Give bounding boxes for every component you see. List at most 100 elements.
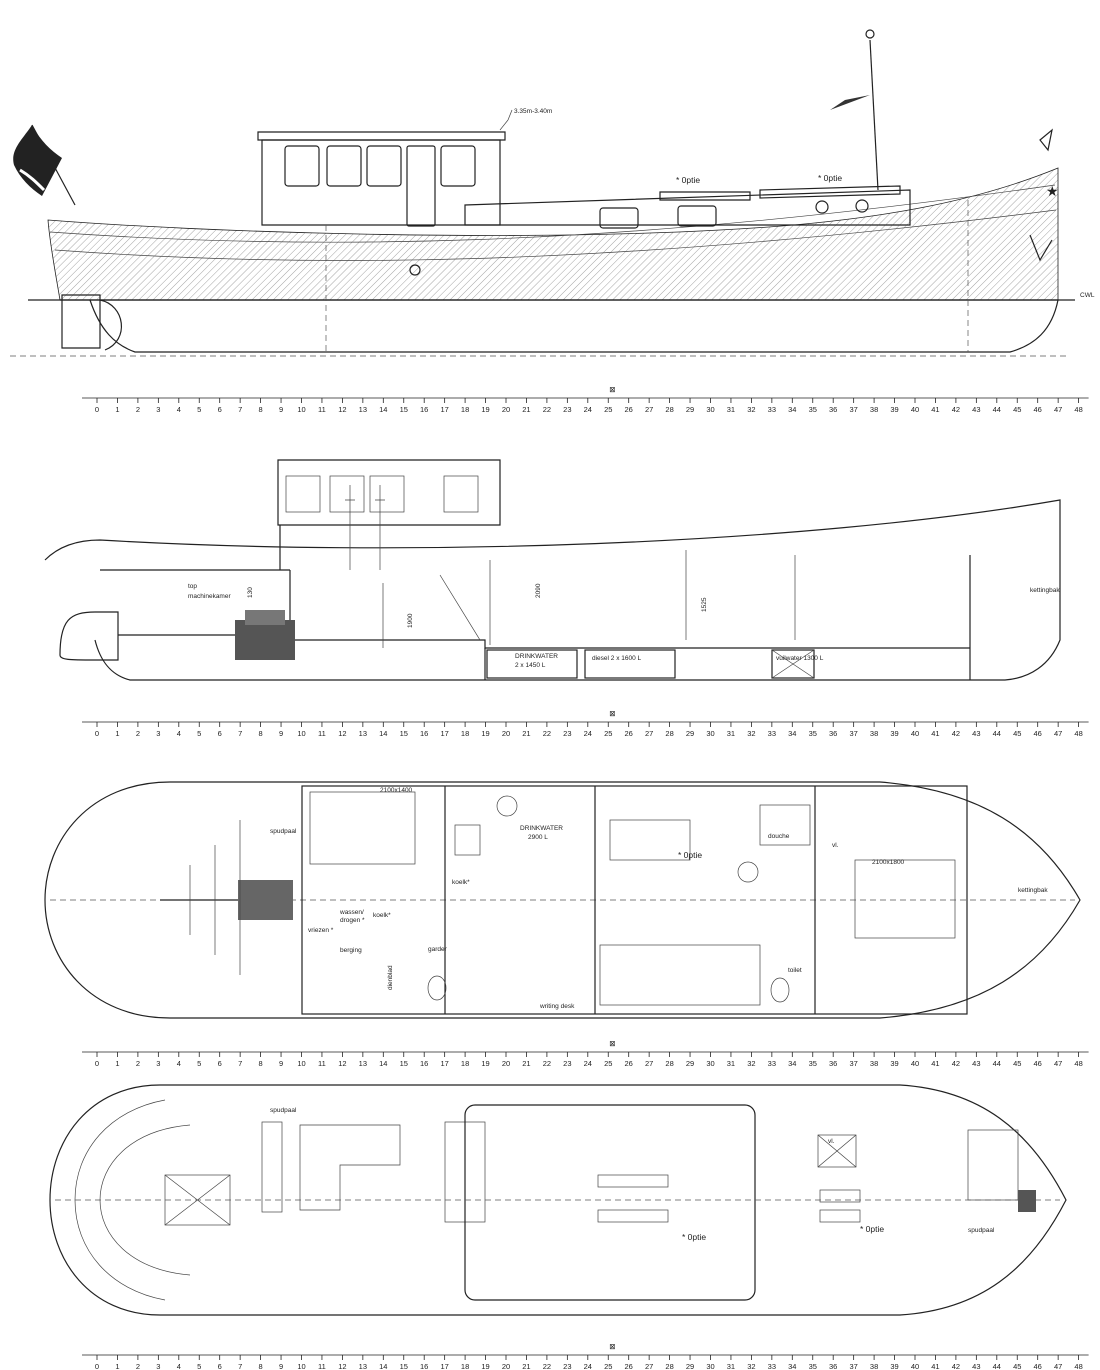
- frame-number: 24: [584, 1059, 592, 1068]
- frame-number: 47: [1054, 1059, 1062, 1068]
- frame-number: 12: [338, 1059, 346, 1068]
- frame-number: 16: [420, 1059, 428, 1068]
- frame-number: 18: [461, 1059, 469, 1068]
- frame-number: 40: [911, 405, 919, 414]
- frame-number: 31: [727, 729, 735, 738]
- berging-label: berging: [340, 947, 362, 954]
- frame-number: 10: [297, 1059, 305, 1068]
- frame-number: 29: [686, 1362, 694, 1370]
- frame-number: 10: [297, 405, 305, 414]
- frame-number: 9: [279, 1362, 283, 1370]
- option-label-2: * 0ptie: [818, 173, 842, 183]
- frame-number: 5: [197, 1059, 201, 1068]
- frame-number: 5: [197, 1362, 201, 1370]
- engine-room-label-1: top: [188, 583, 197, 590]
- writing-desk-label: writing desk: [539, 1003, 575, 1010]
- drinkwater-tank-volume: 2 x 1450 L: [515, 662, 546, 669]
- frame-number: 37: [849, 1059, 857, 1068]
- frame-number: 4: [177, 1362, 181, 1370]
- deck-spudpaal-aft-label: spudpaal: [270, 1107, 297, 1114]
- frame-number: 27: [645, 729, 653, 738]
- frame-number: 15: [400, 1362, 408, 1370]
- frame-number: 16: [420, 729, 428, 738]
- dim-label-1525: 1525: [701, 597, 708, 612]
- frame-number: 32: [747, 1059, 755, 1068]
- frame-number: 2: [136, 1362, 140, 1370]
- frame-number: 19: [481, 729, 489, 738]
- deck-plan-view: spudpaal * 0ptie * 0ptie vl. spudpaal: [49, 1084, 1067, 1316]
- frame-number: 48: [1074, 729, 1082, 738]
- frame-number: 13: [359, 1362, 367, 1370]
- frame-number: 37: [849, 1362, 857, 1370]
- frame-number: 15: [400, 405, 408, 414]
- vriezen-label: vriezen *: [308, 927, 334, 934]
- frame-number: 34: [788, 1059, 796, 1068]
- frame-number: 41: [931, 729, 939, 738]
- frame-number: 2: [136, 1059, 140, 1068]
- plan-kettingbak-label: kettingbak: [1018, 887, 1048, 894]
- frame-number: 21: [522, 1059, 530, 1068]
- engine-room-label-2: machinekamer: [188, 593, 231, 600]
- frame-number: 23: [563, 1059, 571, 1068]
- frame-number: 3: [156, 1059, 160, 1068]
- koelk-label-b: koelk*: [373, 912, 391, 919]
- frame-number: 40: [911, 1059, 919, 1068]
- garder-label: garder: [428, 946, 448, 953]
- frame-number: 8: [259, 1362, 263, 1370]
- frame-number: 38: [870, 729, 878, 738]
- frame-number: 29: [686, 1059, 694, 1068]
- frame-number: 2: [136, 405, 140, 414]
- frame-number: 20: [502, 1362, 510, 1370]
- frame-number: 47: [1054, 1362, 1062, 1370]
- frame-number: 35: [809, 405, 817, 414]
- plan-option-label: * 0ptie: [678, 850, 702, 860]
- frame-number: 23: [563, 1362, 571, 1370]
- frame-number: 13: [359, 729, 367, 738]
- hull-upper-band: [47, 167, 1059, 301]
- midship-marker: ⊠: [609, 1039, 615, 1048]
- frame-number: 0: [95, 405, 99, 414]
- frame-number: 15: [400, 1059, 408, 1068]
- dim-label-2090: 2090: [535, 583, 542, 598]
- mast: [830, 29, 1053, 191]
- frame-number: 0: [95, 1362, 99, 1370]
- frame-number: 3: [156, 729, 160, 738]
- frame-number: 22: [543, 405, 551, 414]
- frame-number: 33: [768, 405, 776, 414]
- spudpaal-label: spudpaal: [270, 828, 297, 835]
- star-icon: ★: [1046, 183, 1059, 199]
- frame-number: 20: [502, 1059, 510, 1068]
- frame-number: 34: [788, 1362, 796, 1370]
- anchor-icon: [1029, 234, 1053, 262]
- frame-number: 19: [481, 405, 489, 414]
- frame-number: 7: [238, 1362, 242, 1370]
- diesel-tank-label: diesel 2 x 1600 L: [592, 655, 642, 662]
- frame-number: 31: [727, 1059, 735, 1068]
- frame-number: 3: [156, 405, 160, 414]
- frame-number: 11: [318, 729, 326, 738]
- frame-number: 30: [706, 1059, 714, 1068]
- frame-number: 6: [218, 729, 222, 738]
- toilet-label: toilet: [788, 967, 802, 974]
- frame-number: 5: [197, 405, 201, 414]
- vl-label: vl.: [832, 842, 839, 849]
- frame-number: 1: [115, 729, 119, 738]
- frame-number: 35: [809, 1362, 817, 1370]
- frame-number: 6: [218, 1059, 222, 1068]
- frame-number: 43: [972, 1059, 980, 1068]
- frame-number: 30: [706, 1362, 714, 1370]
- frame-number: 48: [1074, 1059, 1082, 1068]
- frame-number: 43: [972, 729, 980, 738]
- frame-number: 26: [625, 405, 633, 414]
- frame-number: 1: [115, 1059, 119, 1068]
- frame-number: 20: [502, 729, 510, 738]
- frame-number: 41: [931, 405, 939, 414]
- dim-label-130: 130: [247, 587, 254, 598]
- drinkwater-volume: 2900 L: [528, 834, 548, 841]
- frame-number: 9: [279, 405, 283, 414]
- frame-number: 3: [156, 1362, 160, 1370]
- frame-number: 31: [727, 405, 735, 414]
- vuilwater-tank-label: vuilwater 1300 L: [776, 655, 824, 662]
- frame-number: 32: [747, 729, 755, 738]
- frame-number: 32: [747, 405, 755, 414]
